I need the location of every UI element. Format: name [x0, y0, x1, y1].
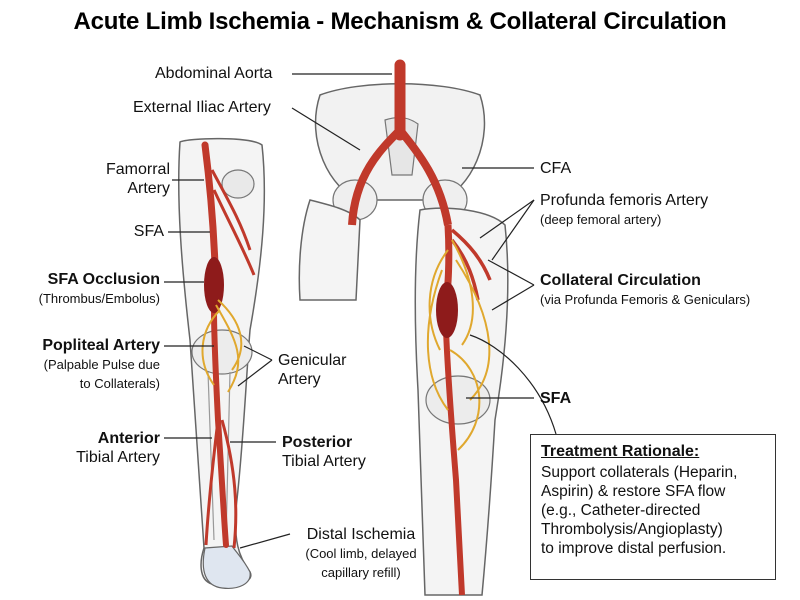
page-title: Acute Limb Ischemia - Mechanism & Collat… — [73, 8, 727, 35]
label-popliteal-sub: (Palpable Pulse due to Collaterals) — [10, 355, 160, 393]
leader-treatment — [469, 334, 557, 435]
treatment-title: Treatment Rationale: — [541, 443, 700, 460]
pelvis-right-leg — [298, 59, 509, 596]
label-cfa: CFA — [540, 160, 572, 177]
leader-profunda-b — [491, 199, 535, 261]
label-femoral-artery: Famorral Artery — [105, 161, 170, 197]
leader-lines — [164, 73, 557, 549]
treatment-body: Support collaterals (Heparin, Aspirin) &… — [541, 464, 738, 557]
right-collaterals — [426, 239, 491, 451]
label-anterior-tibial: Tibial Artery — [76, 449, 160, 466]
label-sfa-right: SFA — [540, 390, 572, 407]
leader-distal — [239, 533, 291, 549]
label-genicular: Genicular Artery — [278, 352, 347, 388]
leader-collateral-a — [487, 259, 535, 286]
right-popliteal — [443, 329, 465, 596]
left-tibial-artery — [204, 419, 238, 549]
sfa-occlusion-sub-text: (Thrombus/Embolus) — [38, 291, 160, 306]
label-sfa-occlusion-sub: (Thrombus/Embolus) — [10, 289, 160, 308]
label-external-iliac: External Iliac Artery — [133, 99, 271, 116]
label-collateral: Collateral Circulation — [540, 272, 701, 289]
iliac-right — [396, 127, 452, 226]
knee-joint-left — [191, 329, 253, 375]
left-leg — [177, 137, 266, 589]
profunda-sub-text: (deep femoral artery) — [540, 212, 662, 227]
label-anterior-bold: Anterior — [97, 430, 160, 447]
label-popliteal: Popliteal Artery — [42, 337, 160, 354]
left-main-artery — [201, 141, 219, 269]
popliteal-sub-text: (Palpable Pulse due to Collaterals) — [43, 357, 160, 391]
label-posterior-tibial: Tibial Artery — [282, 453, 366, 470]
treatment-rationale-box: Treatment Rationale: Support collaterals… — [530, 434, 776, 580]
label-profunda-sub: (deep femoral artery) — [540, 210, 661, 229]
leader-collateral-b — [491, 284, 535, 311]
left-branch-artery — [210, 169, 256, 276]
left-stub-thigh — [298, 199, 361, 301]
collateral-sub-text: (via Profunda Femoris & Geniculars) — [540, 292, 751, 307]
leader-genicular-b — [237, 359, 273, 387]
label-distal-ischemia: Distal Ischemia — [306, 526, 416, 543]
leader-profunda-a — [479, 199, 535, 239]
label-abdominal-aorta: Abdominal Aorta — [155, 65, 273, 82]
femoral-head-left — [221, 169, 255, 199]
label-sfa-occlusion: SFA Occlusion — [47, 271, 160, 288]
foot-left — [202, 545, 251, 589]
left-occlusion — [204, 257, 224, 313]
label-sfa-left: SFA — [133, 223, 164, 240]
knee-joint-right — [425, 375, 491, 425]
leader-iliac — [291, 107, 361, 151]
distal-ischemia-sub-text: (Cool limb, delayed capillary refill) — [305, 546, 417, 580]
leader-genicular-a — [243, 345, 273, 361]
label-collateral-sub: (via Profunda Femoris & Geniculars) — [540, 290, 750, 309]
label-posterior-bold: Posterior — [282, 434, 353, 451]
right-occlusion — [436, 282, 458, 338]
iliac-left — [348, 127, 403, 226]
label-distal-ischemia-sub: (Cool limb, delayed capillary refill) — [286, 544, 436, 582]
label-profunda: Profunda femoris Artery — [540, 192, 709, 209]
